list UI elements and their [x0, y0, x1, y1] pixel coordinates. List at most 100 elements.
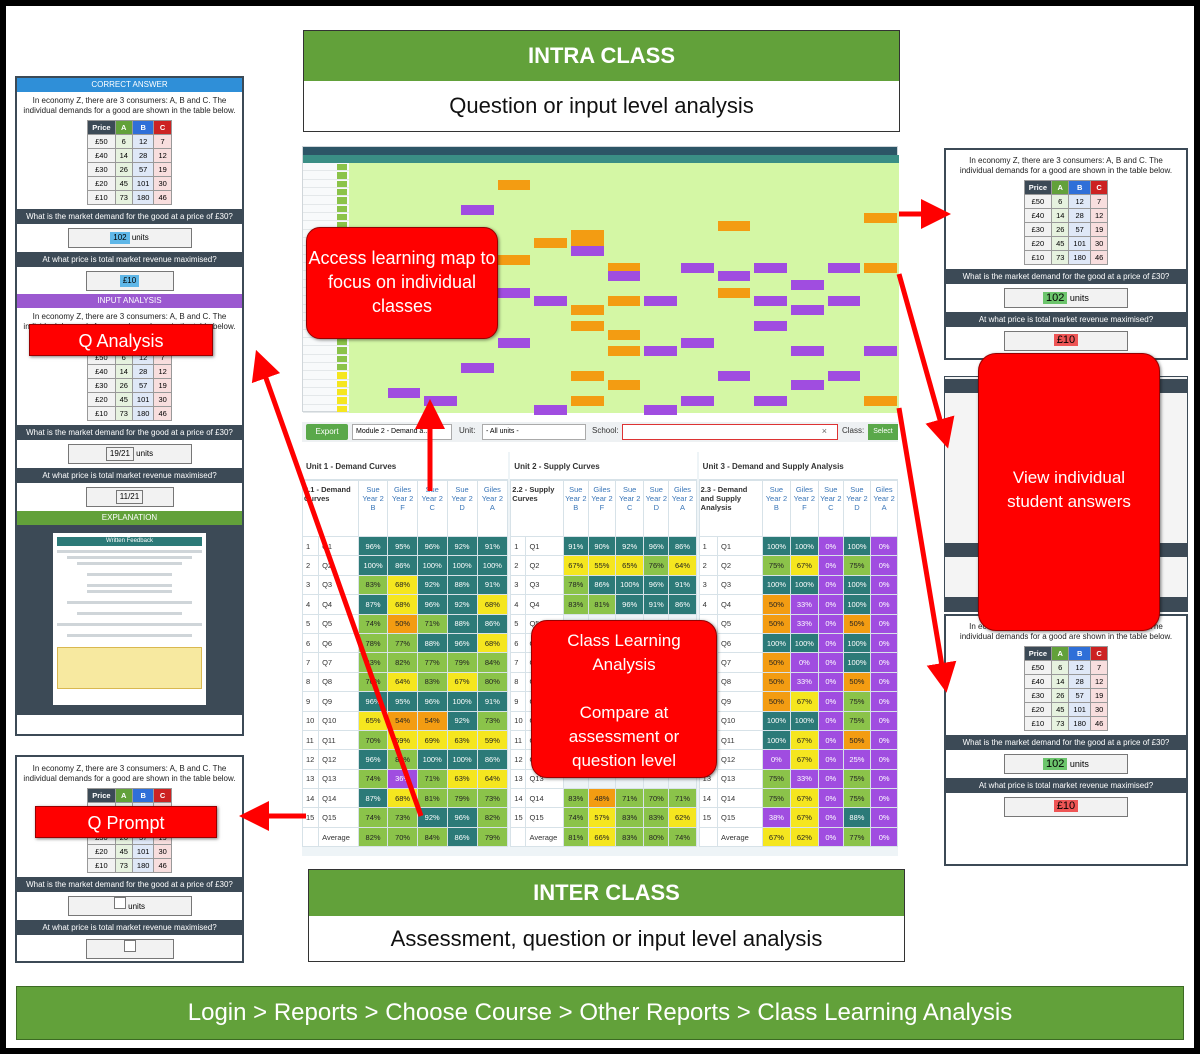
score-cell[interactable]: 0%	[870, 826, 898, 848]
score-cell[interactable]: 100%	[762, 729, 791, 751]
heatmap-cell[interactable]	[607, 296, 641, 307]
score-cell[interactable]: 100%	[842, 535, 872, 557]
question-label[interactable]: Average	[525, 826, 564, 848]
score-cell[interactable]: 100%	[789, 632, 820, 654]
heatmap-cell[interactable]	[571, 246, 604, 257]
class-column-header[interactable]: Sue Year 2 D	[643, 480, 670, 537]
question-label[interactable]: Q7	[717, 652, 764, 673]
score-cell[interactable]: 80%	[476, 671, 509, 693]
class-column-header[interactable]: Sue Year 2 B	[562, 480, 589, 537]
score-cell[interactable]: 96%	[357, 749, 389, 770]
heatmap-cell[interactable]	[497, 338, 531, 348]
score-cell[interactable]: 0%	[870, 613, 898, 634]
score-cell[interactable]: 50%	[762, 671, 791, 693]
score-cell[interactable]: 66%	[587, 826, 617, 848]
score-cell[interactable]: 100%	[842, 574, 872, 596]
heatmap-cell[interactable]	[607, 379, 641, 390]
score-cell[interactable]: 55%	[587, 555, 617, 576]
score-cell[interactable]: 79%	[446, 652, 478, 673]
score-cell[interactable]: 100%	[762, 574, 791, 596]
score-cell[interactable]: 59%	[476, 729, 509, 751]
score-cell[interactable]: 57%	[587, 807, 617, 828]
score-cell[interactable]: 96%	[416, 691, 448, 712]
score-cell[interactable]: 74%	[668, 826, 697, 848]
heatmap-cell[interactable]	[681, 263, 714, 273]
class-column-header[interactable]: Sue Year 2 C	[615, 480, 645, 537]
score-cell[interactable]: 33%	[789, 613, 820, 634]
score-cell[interactable]: 50%	[387, 613, 418, 634]
score-cell[interactable]: 54%	[387, 710, 418, 731]
score-cell[interactable]: 64%	[668, 555, 697, 576]
heatmap-cell[interactable]	[717, 221, 751, 232]
heatmap-cell[interactable]	[681, 338, 714, 348]
score-cell[interactable]: 100%	[615, 574, 645, 596]
score-cell[interactable]: 83%	[416, 671, 448, 693]
heatmap-cell[interactable]	[791, 346, 824, 357]
score-cell[interactable]: 33%	[789, 594, 820, 615]
score-cell[interactable]: 92%	[416, 574, 448, 596]
unit-select[interactable]: - All units -	[482, 424, 586, 440]
score-cell[interactable]: 67%	[789, 749, 820, 770]
score-cell[interactable]: 74%	[357, 768, 389, 790]
heatmap-cell[interactable]	[534, 238, 567, 248]
class-column-header[interactable]: Giles Year 2 A	[870, 480, 898, 537]
score-cell[interactable]: 77%	[842, 826, 872, 848]
score-cell[interactable]: 50%	[842, 671, 872, 693]
score-cell[interactable]: 88%	[446, 613, 478, 634]
heatmap-cell[interactable]	[717, 271, 751, 282]
score-cell[interactable]: 71%	[416, 613, 448, 634]
heatmap-cell[interactable]	[864, 263, 897, 273]
score-cell[interactable]: 100%	[446, 749, 478, 770]
score-cell[interactable]: 0%	[818, 729, 844, 751]
score-cell[interactable]: 50%	[762, 613, 791, 634]
heatmap-cell[interactable]	[864, 396, 897, 407]
score-cell[interactable]: 62%	[789, 826, 820, 848]
score-cell[interactable]: 77%	[416, 652, 448, 673]
score-cell[interactable]: 86%	[476, 613, 509, 634]
heatmap-cell[interactable]	[607, 346, 641, 357]
score-cell[interactable]: 38%	[762, 807, 791, 828]
score-cell[interactable]: 0%	[818, 826, 844, 848]
heatmap-cell[interactable]	[571, 238, 604, 248]
score-cell[interactable]: 63%	[446, 729, 478, 751]
class-column-header[interactable]: Sue Year 2 C	[818, 480, 844, 537]
score-cell[interactable]: 81%	[416, 788, 448, 809]
score-cell[interactable]: 0%	[818, 671, 844, 693]
heatmap-cell[interactable]	[644, 404, 677, 415]
score-cell[interactable]: 100%	[762, 535, 791, 557]
score-cell[interactable]: 75%	[842, 768, 872, 790]
heatmap-cell[interactable]	[607, 329, 641, 340]
heatmap-cell[interactable]	[461, 363, 494, 373]
score-cell[interactable]: 79%	[476, 826, 509, 848]
score-cell[interactable]: 71%	[668, 788, 697, 809]
heatmap-cell[interactable]	[497, 288, 531, 298]
heatmap-cell[interactable]	[754, 396, 787, 407]
heatmap-cell[interactable]	[571, 229, 604, 240]
score-cell[interactable]: 0%	[870, 807, 898, 828]
score-cell[interactable]: 0%	[870, 555, 898, 576]
score-cell[interactable]: 0%	[870, 691, 898, 712]
heatmap-cell[interactable]	[754, 321, 787, 332]
score-cell[interactable]: 0%	[870, 574, 898, 596]
score-cell[interactable]: 95%	[387, 691, 418, 712]
score-cell[interactable]: 84%	[416, 826, 448, 848]
class-column-header[interactable]: Sue Year 2 D	[446, 480, 478, 537]
heatmap-cell[interactable]	[497, 254, 531, 265]
score-cell[interactable]: 83%	[357, 574, 389, 596]
score-cell[interactable]: 25%	[842, 749, 872, 770]
class-column-header[interactable]: Giles Year 2 F	[587, 480, 617, 537]
score-cell[interactable]: 62%	[668, 807, 697, 828]
score-cell[interactable]: 96%	[446, 807, 478, 828]
score-cell[interactable]: 0%	[870, 671, 898, 693]
heatmap-cell[interactable]	[607, 263, 641, 273]
score-cell[interactable]: 70%	[387, 826, 418, 848]
question-label[interactable]: Average	[717, 826, 764, 848]
score-cell[interactable]: 91%	[562, 535, 589, 557]
heatmap-cell[interactable]	[644, 346, 677, 357]
score-cell[interactable]: 33%	[789, 671, 820, 693]
score-cell[interactable]: 100%	[789, 574, 820, 596]
score-cell[interactable]: 91%	[476, 535, 509, 557]
heatmap-cell[interactable]	[754, 263, 787, 273]
score-cell[interactable]: 83%	[615, 826, 645, 848]
score-cell[interactable]: 67%	[789, 555, 820, 576]
